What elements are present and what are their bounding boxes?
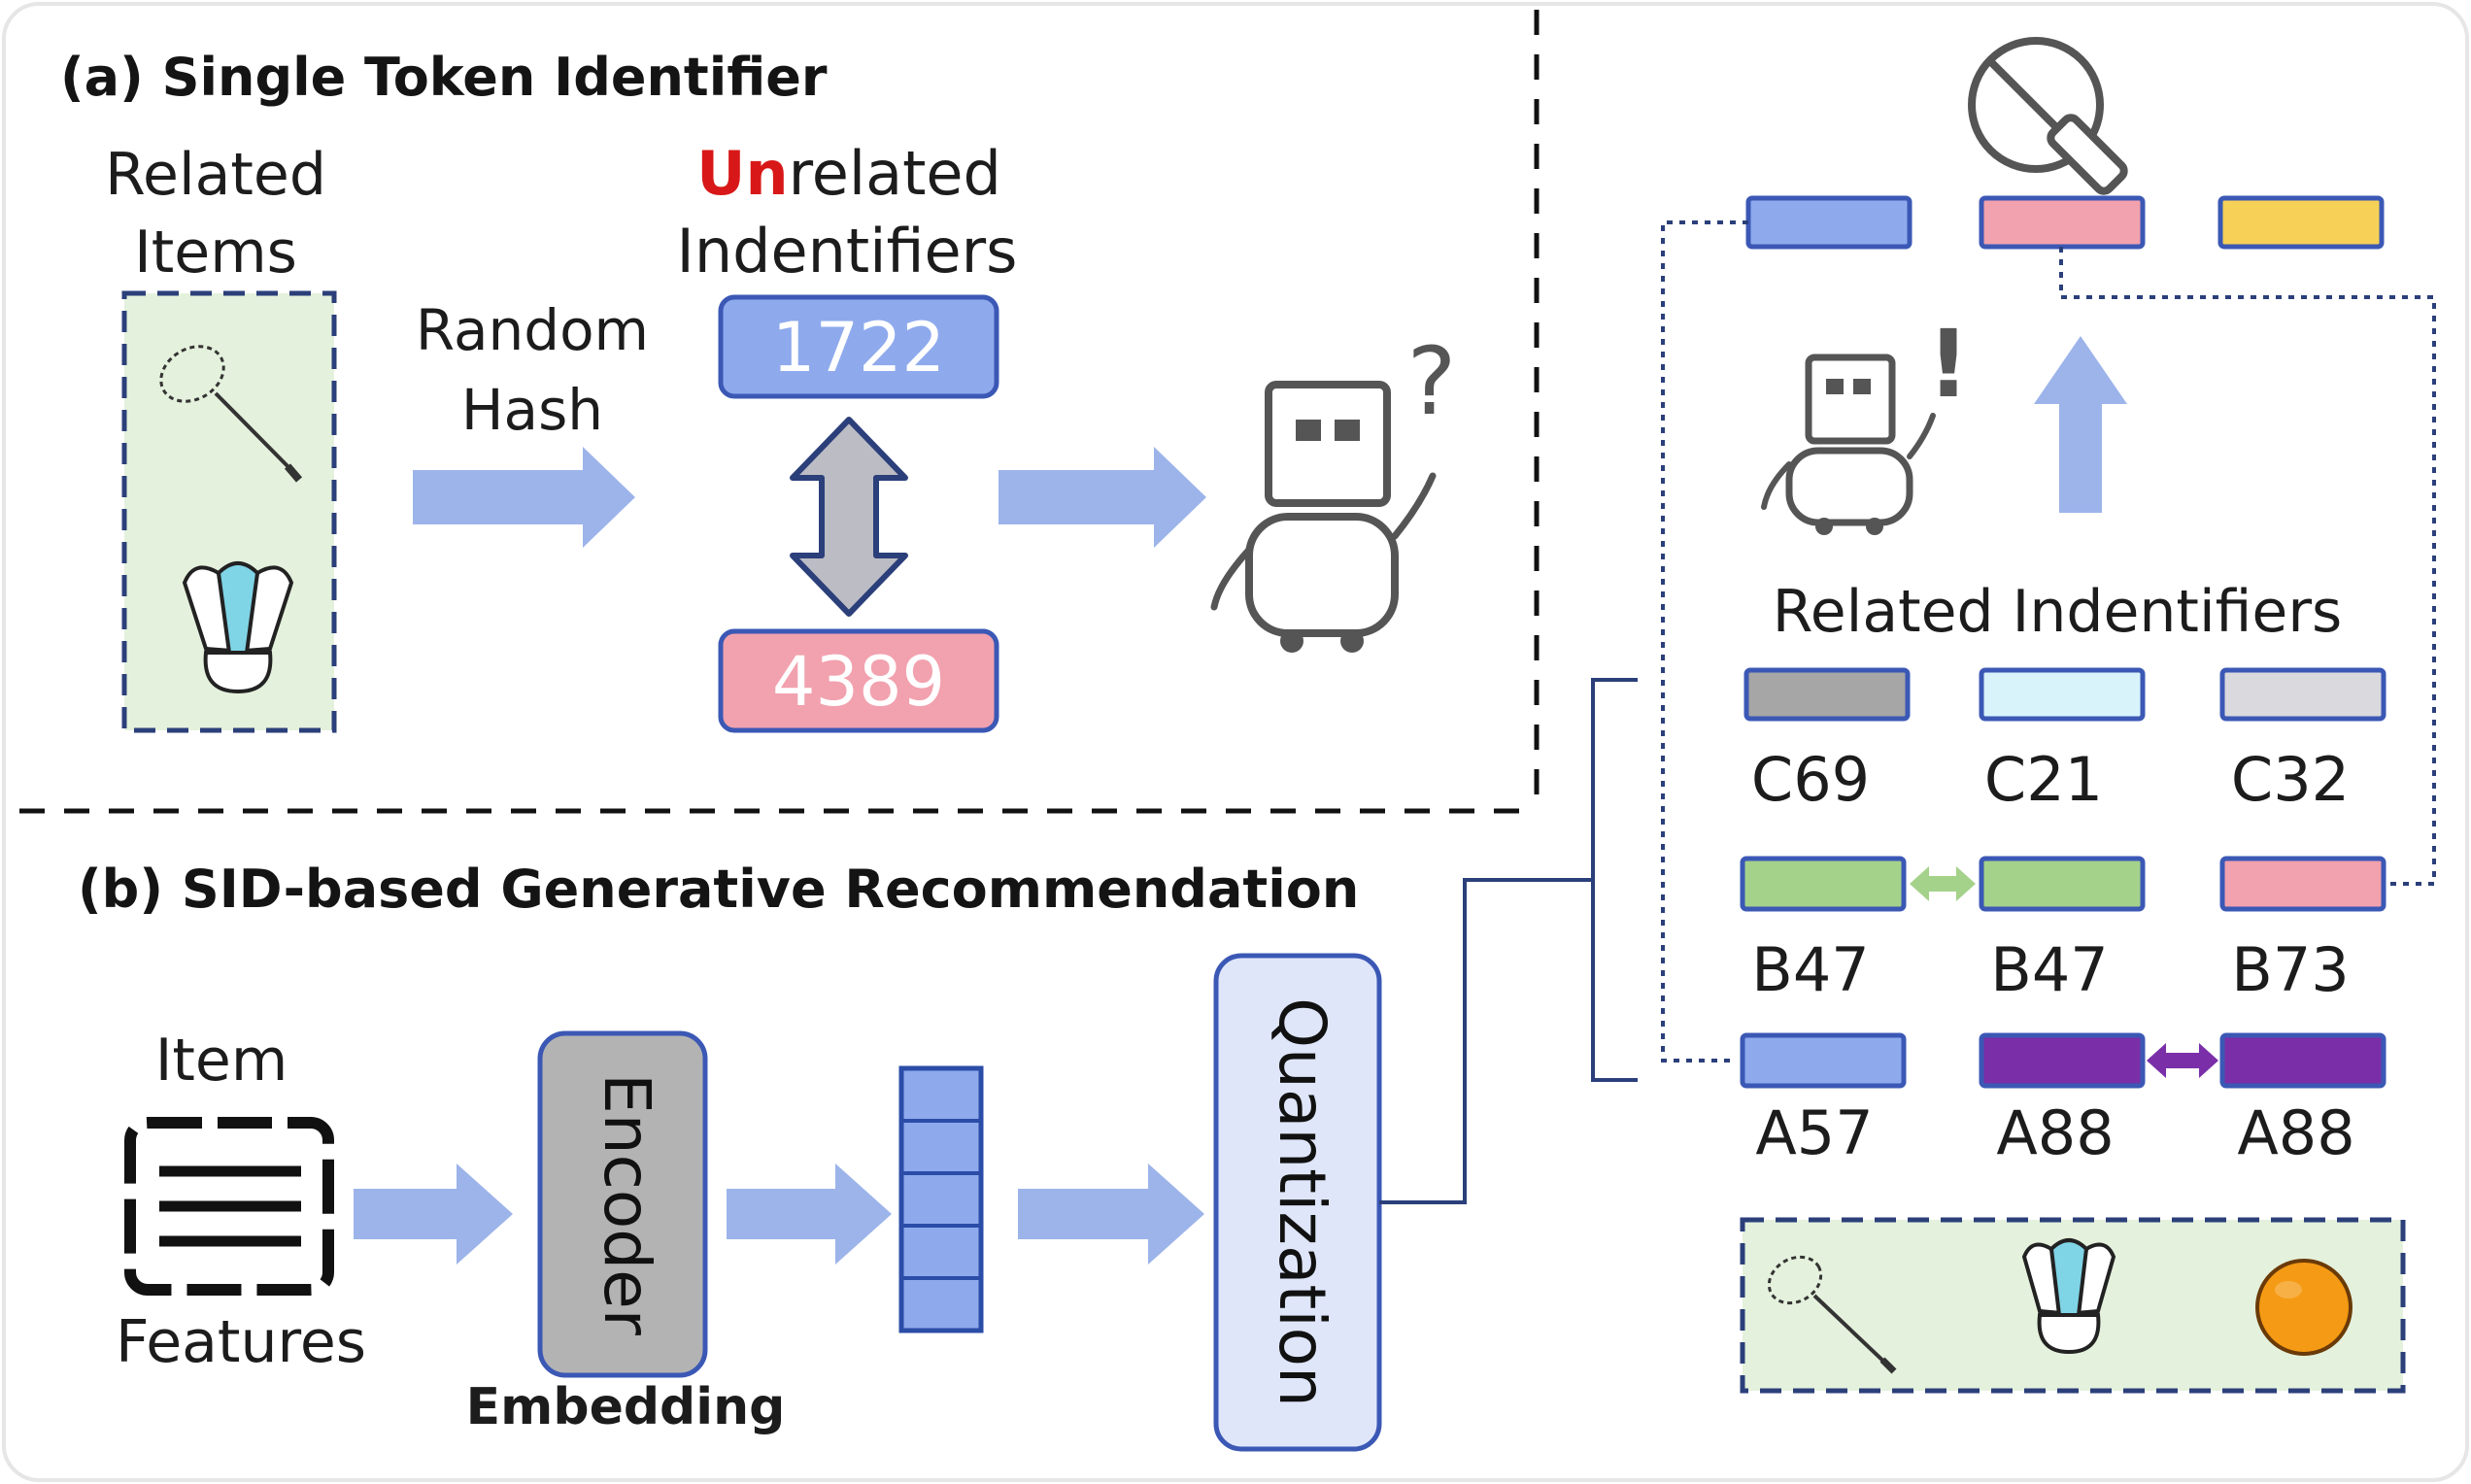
identifier-1722: 1722 xyxy=(772,308,945,388)
code-label-a57: A57 xyxy=(1755,1097,1873,1168)
to-robot-arrow xyxy=(999,447,1206,548)
to-embedding-arrow xyxy=(727,1164,892,1265)
code-label-b73: B73 xyxy=(2231,934,2349,1005)
shuttlecock-icon xyxy=(2021,1238,2116,1355)
a88-equal-arrow xyxy=(2147,1043,2218,1078)
racket-icon xyxy=(1767,1255,1897,1374)
panel-a-title: (a) Single Token Identifier xyxy=(60,47,828,108)
code-bar-a88-first xyxy=(1979,1032,2146,1089)
code-label-a88-second: A88 xyxy=(2237,1097,2354,1168)
code-bar-a88-second xyxy=(2219,1032,2386,1089)
code-label-b47-second: B47 xyxy=(1990,934,2108,1005)
code-bar-a57 xyxy=(1740,1032,1907,1089)
code-bar-b47-first xyxy=(1740,856,1907,912)
identifier-box-4389 xyxy=(718,628,999,733)
ping-pong-paddle-icon xyxy=(1968,37,2128,195)
dotted-link-blue xyxy=(1661,220,1748,1062)
code-label-a88-first: A88 xyxy=(1996,1097,2114,1168)
related-identifiers-label: Related Indentifiers xyxy=(1773,578,2343,646)
related-items-label-line2: Items xyxy=(134,219,297,287)
code-bar-c32 xyxy=(2219,667,2386,722)
code-label-c32: C32 xyxy=(2231,744,2350,815)
orange-ball-icon xyxy=(2255,1259,2353,1356)
random-hash-line2: Hash xyxy=(461,377,603,443)
item-label: Item xyxy=(155,1027,288,1095)
question-mark: ? xyxy=(1407,327,1457,436)
hash-arrow xyxy=(413,447,635,548)
to-quantization-arrow xyxy=(1018,1164,1204,1265)
encoder-box xyxy=(537,1030,708,1378)
document-features-icon xyxy=(124,1117,334,1296)
code-label-c21: C21 xyxy=(1984,744,2103,815)
code-bar-c21 xyxy=(1979,667,2146,722)
related-items-label-line1: Related xyxy=(105,141,326,209)
recommended-token-yellow xyxy=(2217,195,2385,250)
robot-icon xyxy=(1210,381,1437,653)
identifier-4389: 4389 xyxy=(772,642,945,722)
recommended-token-blue xyxy=(1745,195,1912,250)
to-encoder-arrow xyxy=(354,1164,513,1265)
recommended-token-pink xyxy=(1979,195,2146,250)
unrelated-rest: related xyxy=(789,138,1001,209)
code-bar-b47-second xyxy=(1979,856,2146,912)
quantization-label: Quantization xyxy=(1265,997,1339,1407)
encoder-label: Encoder xyxy=(590,1073,664,1336)
identifiers-label: Indentifiers xyxy=(677,216,1018,287)
embedding-label: Embedding xyxy=(466,1378,786,1436)
codes-bracket xyxy=(1591,678,1638,1082)
code-label-b47-first: B47 xyxy=(1751,934,1869,1005)
double-arrow xyxy=(790,417,908,617)
unrelated-prefix: Un xyxy=(696,138,788,209)
exclamation-mark: ! xyxy=(1927,310,1970,419)
b47-equal-arrow xyxy=(1910,866,1976,901)
robot-icon xyxy=(1761,354,1936,535)
random-hash-line1: Random xyxy=(416,297,649,363)
code-bar-c69 xyxy=(1743,667,1911,722)
features-label: Features xyxy=(116,1308,366,1376)
code-label-c69: C69 xyxy=(1751,744,1870,815)
unrelated-label: Unrelated xyxy=(696,138,1001,209)
up-arrow xyxy=(2034,336,2127,513)
code-bar-b73 xyxy=(2219,856,2386,912)
racket-icon xyxy=(159,345,303,483)
panel-b-title: (b) SID-based Generative Recommendation xyxy=(78,859,1359,920)
identifier-box-1722 xyxy=(718,294,999,399)
embedding-vector xyxy=(898,1065,984,1333)
shuttlecock-icon xyxy=(182,561,294,694)
dotted-link-pink xyxy=(2059,247,2436,886)
quantization-connector xyxy=(1379,878,1593,1204)
